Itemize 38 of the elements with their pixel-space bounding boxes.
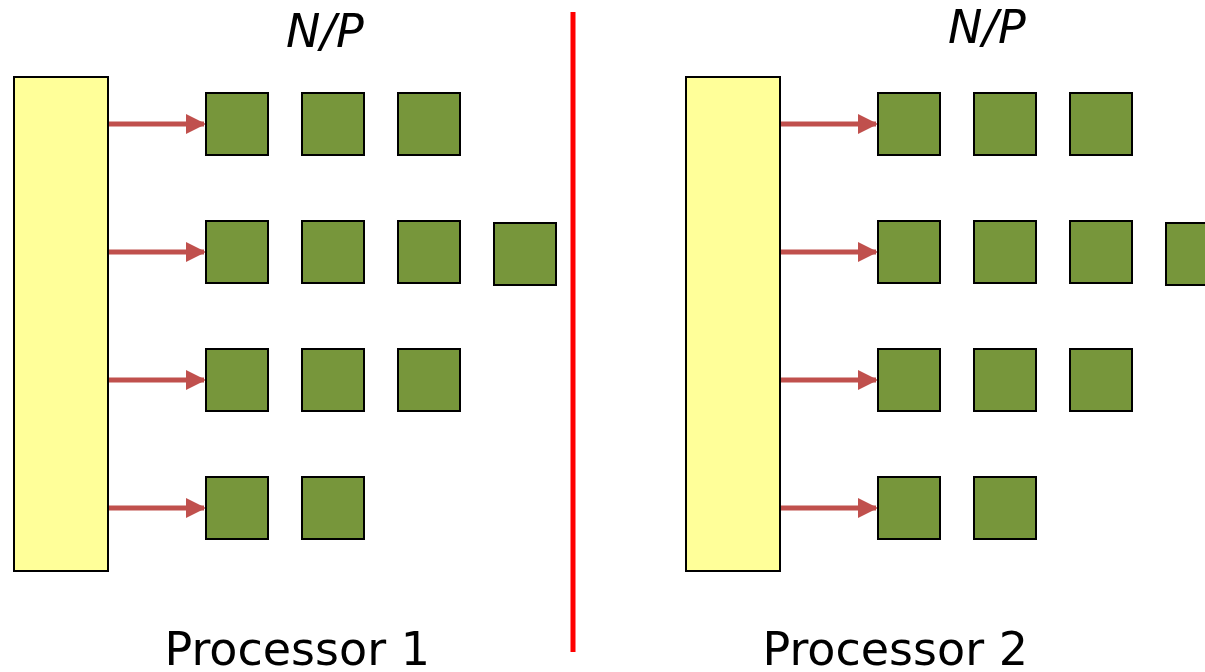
- bucket-square: [1069, 92, 1133, 156]
- bucket-square: [493, 222, 557, 286]
- size-label: N/P: [286, 8, 364, 54]
- bucket-square: [973, 476, 1037, 540]
- bucket-square: [301, 92, 365, 156]
- arrow: [109, 242, 206, 262]
- processor-label: Processor 1: [164, 626, 430, 672]
- index-bar: [685, 76, 781, 572]
- arrow: [109, 114, 206, 134]
- bucket-square: [1069, 348, 1133, 412]
- bucket-square: [973, 220, 1037, 284]
- bucket-square: [973, 92, 1037, 156]
- bucket-square: [205, 92, 269, 156]
- bucket-square: [301, 220, 365, 284]
- bucket-square: [877, 348, 941, 412]
- arrow: [109, 370, 206, 390]
- bucket-square: [205, 476, 269, 540]
- bucket-square: [301, 348, 365, 412]
- bucket-square: [1165, 222, 1205, 286]
- arrow: [781, 370, 878, 390]
- index-bar: [13, 76, 109, 572]
- size-label: N/P: [948, 4, 1026, 50]
- arrow: [781, 498, 878, 518]
- bucket-square: [205, 220, 269, 284]
- arrow: [781, 242, 878, 262]
- bucket-square: [973, 348, 1037, 412]
- bucket-square: [397, 92, 461, 156]
- bucket-square: [877, 476, 941, 540]
- bucket-square: [1069, 220, 1133, 284]
- bucket-square: [301, 476, 365, 540]
- arrow: [109, 498, 206, 518]
- bucket-square: [397, 348, 461, 412]
- bucket-square: [397, 220, 461, 284]
- bucket-square: [877, 220, 941, 284]
- arrow: [781, 114, 878, 134]
- processor-label: Processor 2: [762, 626, 1028, 672]
- bucket-square: [877, 92, 941, 156]
- bucket-square: [205, 348, 269, 412]
